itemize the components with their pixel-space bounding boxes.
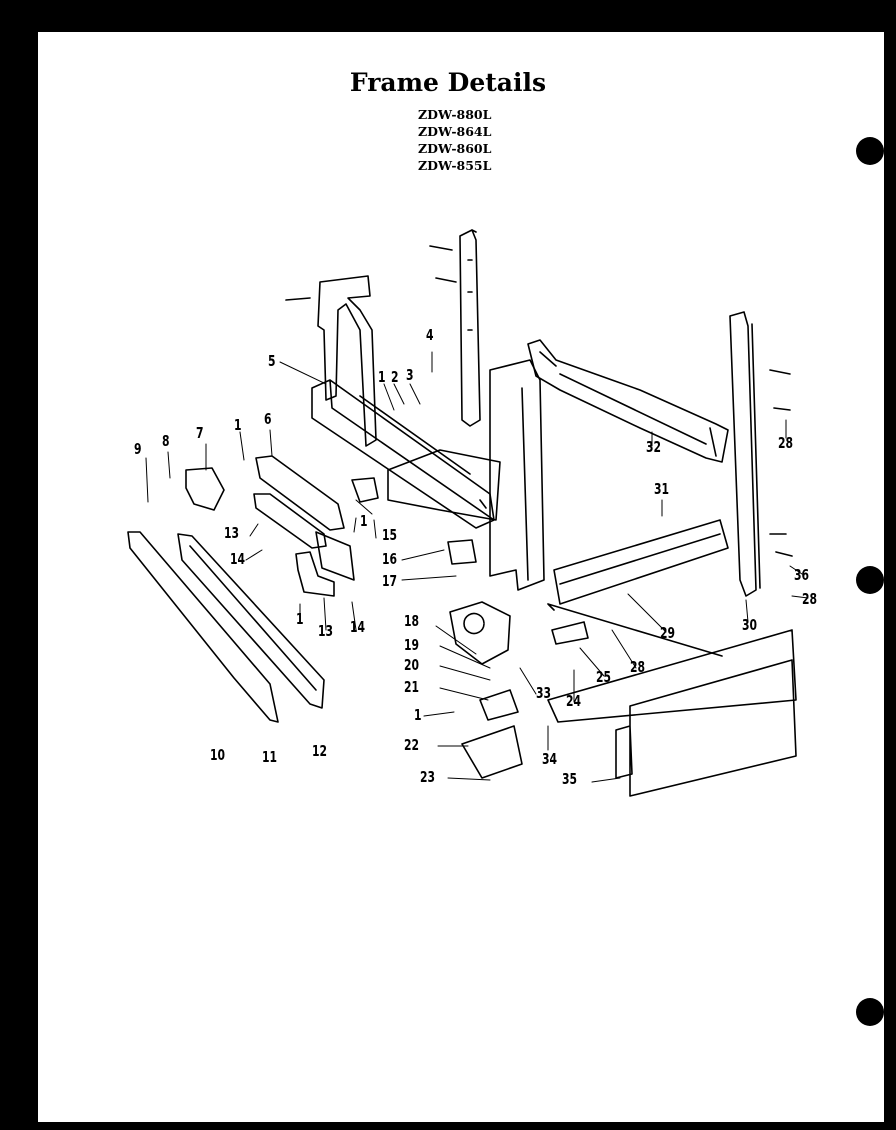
- callout-5: 5: [268, 352, 276, 370]
- model-number: ZDW-880L: [418, 107, 492, 122]
- callout-30: 30: [742, 616, 758, 634]
- callout-4: 4: [426, 326, 434, 344]
- part-lower-base: [547, 603, 723, 657]
- callout-25: 23: [420, 768, 436, 786]
- callout-15: 13: [318, 622, 334, 640]
- part-motor: [449, 601, 511, 665]
- callout-10: 10: [210, 746, 226, 764]
- callout-20: 18: [404, 612, 420, 630]
- callout-14: 14: [230, 550, 246, 568]
- callout-1: 1: [296, 610, 304, 628]
- model-number: ZDW-860L: [418, 141, 492, 156]
- callout-17: 15: [382, 526, 398, 544]
- callout-2: 2: [391, 368, 399, 386]
- callout-22: 20: [404, 656, 420, 674]
- callout-29: 29: [660, 624, 676, 642]
- callout-26: 24: [566, 692, 582, 710]
- part-bracket-7: [185, 467, 225, 511]
- part-lower-rail: [553, 519, 729, 605]
- callout-16: 14: [350, 618, 366, 636]
- part-plate-23: [479, 689, 519, 721]
- page-title: Frame Details: [349, 68, 547, 97]
- part-bracket-18: [447, 539, 477, 565]
- part-bracket-15: [295, 551, 335, 597]
- binder-hole-middle: [856, 566, 884, 594]
- callout-28: 28: [778, 434, 794, 452]
- callout-11: 11: [262, 748, 278, 766]
- part-toe-plate: [615, 659, 797, 797]
- part-left-bracket: [317, 275, 377, 447]
- callout-3: 3: [406, 366, 414, 384]
- part-screw: [429, 245, 457, 283]
- model-number: ZDW-855L: [418, 158, 492, 173]
- callout-7: 7: [196, 424, 204, 442]
- callout-8: 8: [162, 432, 170, 450]
- part-center-support: [489, 359, 545, 591]
- model-list: ZDW-880L ZDW-864L ZDW-860L ZDW-855L: [418, 106, 491, 174]
- callout-23: 21: [404, 678, 420, 696]
- callout-36: 36: [794, 566, 810, 584]
- callout-34: 34: [542, 750, 558, 768]
- part-right-post: [729, 311, 761, 597]
- part-bracket-16: [315, 531, 355, 581]
- callout-27: 25: [596, 668, 612, 686]
- callout-13: 13: [224, 524, 240, 542]
- callout-33: 33: [536, 684, 552, 702]
- callout-31: 31: [654, 480, 670, 498]
- part-screw: [769, 369, 793, 557]
- leader-lines: [145, 351, 809, 783]
- callout-6: 6: [264, 410, 272, 428]
- callout-1: 1: [378, 368, 386, 386]
- callout-9: 9: [134, 440, 142, 458]
- callout-1: 1: [360, 512, 368, 530]
- part-bracket-17: [351, 477, 379, 503]
- callout-18: 16: [382, 550, 398, 568]
- callout-1: 1: [234, 416, 242, 434]
- callout-24: 22: [404, 736, 420, 754]
- callout-35: 35: [562, 770, 578, 788]
- model-number: ZDW-864L: [418, 124, 492, 139]
- callout-12: 12: [312, 742, 328, 760]
- part-bracket-27: [551, 621, 589, 645]
- part-plate-24: [461, 725, 523, 779]
- part-frame-panel: [387, 449, 501, 521]
- callout-32: 32: [646, 438, 662, 456]
- binder-hole-top: [856, 137, 884, 165]
- part-rail-11: [127, 531, 279, 723]
- callout-19: 17: [382, 572, 398, 590]
- part-bracket-6: [255, 455, 345, 531]
- part-bracket-13: [253, 493, 327, 549]
- part-arch-bar: [527, 339, 729, 463]
- part-rear-post: [459, 229, 481, 427]
- part-kick-panel: [547, 629, 797, 723]
- callout-28: 28: [630, 658, 646, 676]
- binder-hole-bottom: [856, 998, 884, 1026]
- part-rail-12: [177, 533, 325, 709]
- callout-21: 19: [404, 636, 420, 654]
- callout-28: 28: [802, 590, 818, 608]
- callout-1: 1: [414, 706, 422, 724]
- part-screw: [285, 297, 311, 301]
